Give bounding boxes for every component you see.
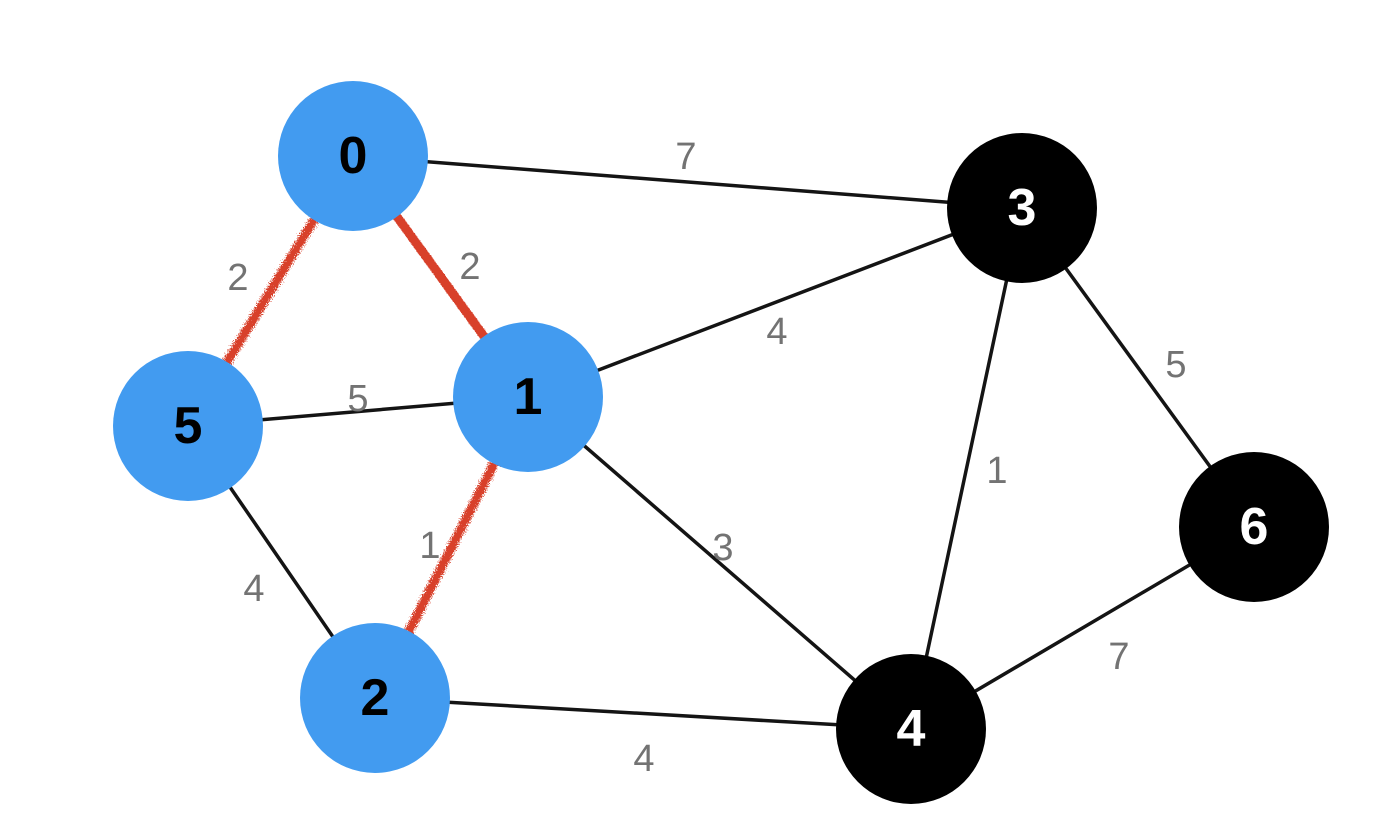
edge-weight-5-2: 4 <box>243 568 264 610</box>
edge-2-4 <box>373 696 913 731</box>
edge-3-4 <box>909 206 1024 731</box>
graph-node-2[interactable] <box>300 623 450 773</box>
graph-weight-labels-layer: 7 4 5 5 1 3 4 7 4 2 2 1 <box>227 136 1186 780</box>
edge-weight-0-1: 2 <box>459 246 480 288</box>
graph-node-6[interactable] <box>1179 452 1329 602</box>
edge-weight-1-3: 4 <box>766 311 787 353</box>
graph-node-0[interactable] <box>278 81 428 231</box>
graph-node-5[interactable] <box>113 351 263 501</box>
edge-1-3 <box>526 206 1024 399</box>
edge-weight-0-3: 7 <box>675 136 696 178</box>
edge-weight-3-4: 1 <box>986 450 1007 492</box>
edge-1-4 <box>526 395 913 731</box>
graph-node-4[interactable] <box>836 654 986 804</box>
graph-node-3[interactable] <box>947 133 1097 283</box>
edge-0-3 <box>351 154 1024 210</box>
edge-weight-4-6: 7 <box>1108 636 1129 678</box>
edge-weight-5-1: 5 <box>347 378 368 420</box>
edge-weight-3-6: 5 <box>1165 344 1186 386</box>
edge-weight-2-4: 4 <box>633 738 654 780</box>
edge-weight-0-5: 2 <box>227 257 248 299</box>
edge-weight-1-4: 3 <box>712 527 733 569</box>
edge-weight-1-2: 1 <box>419 525 440 567</box>
graph-node-1[interactable] <box>453 322 603 472</box>
